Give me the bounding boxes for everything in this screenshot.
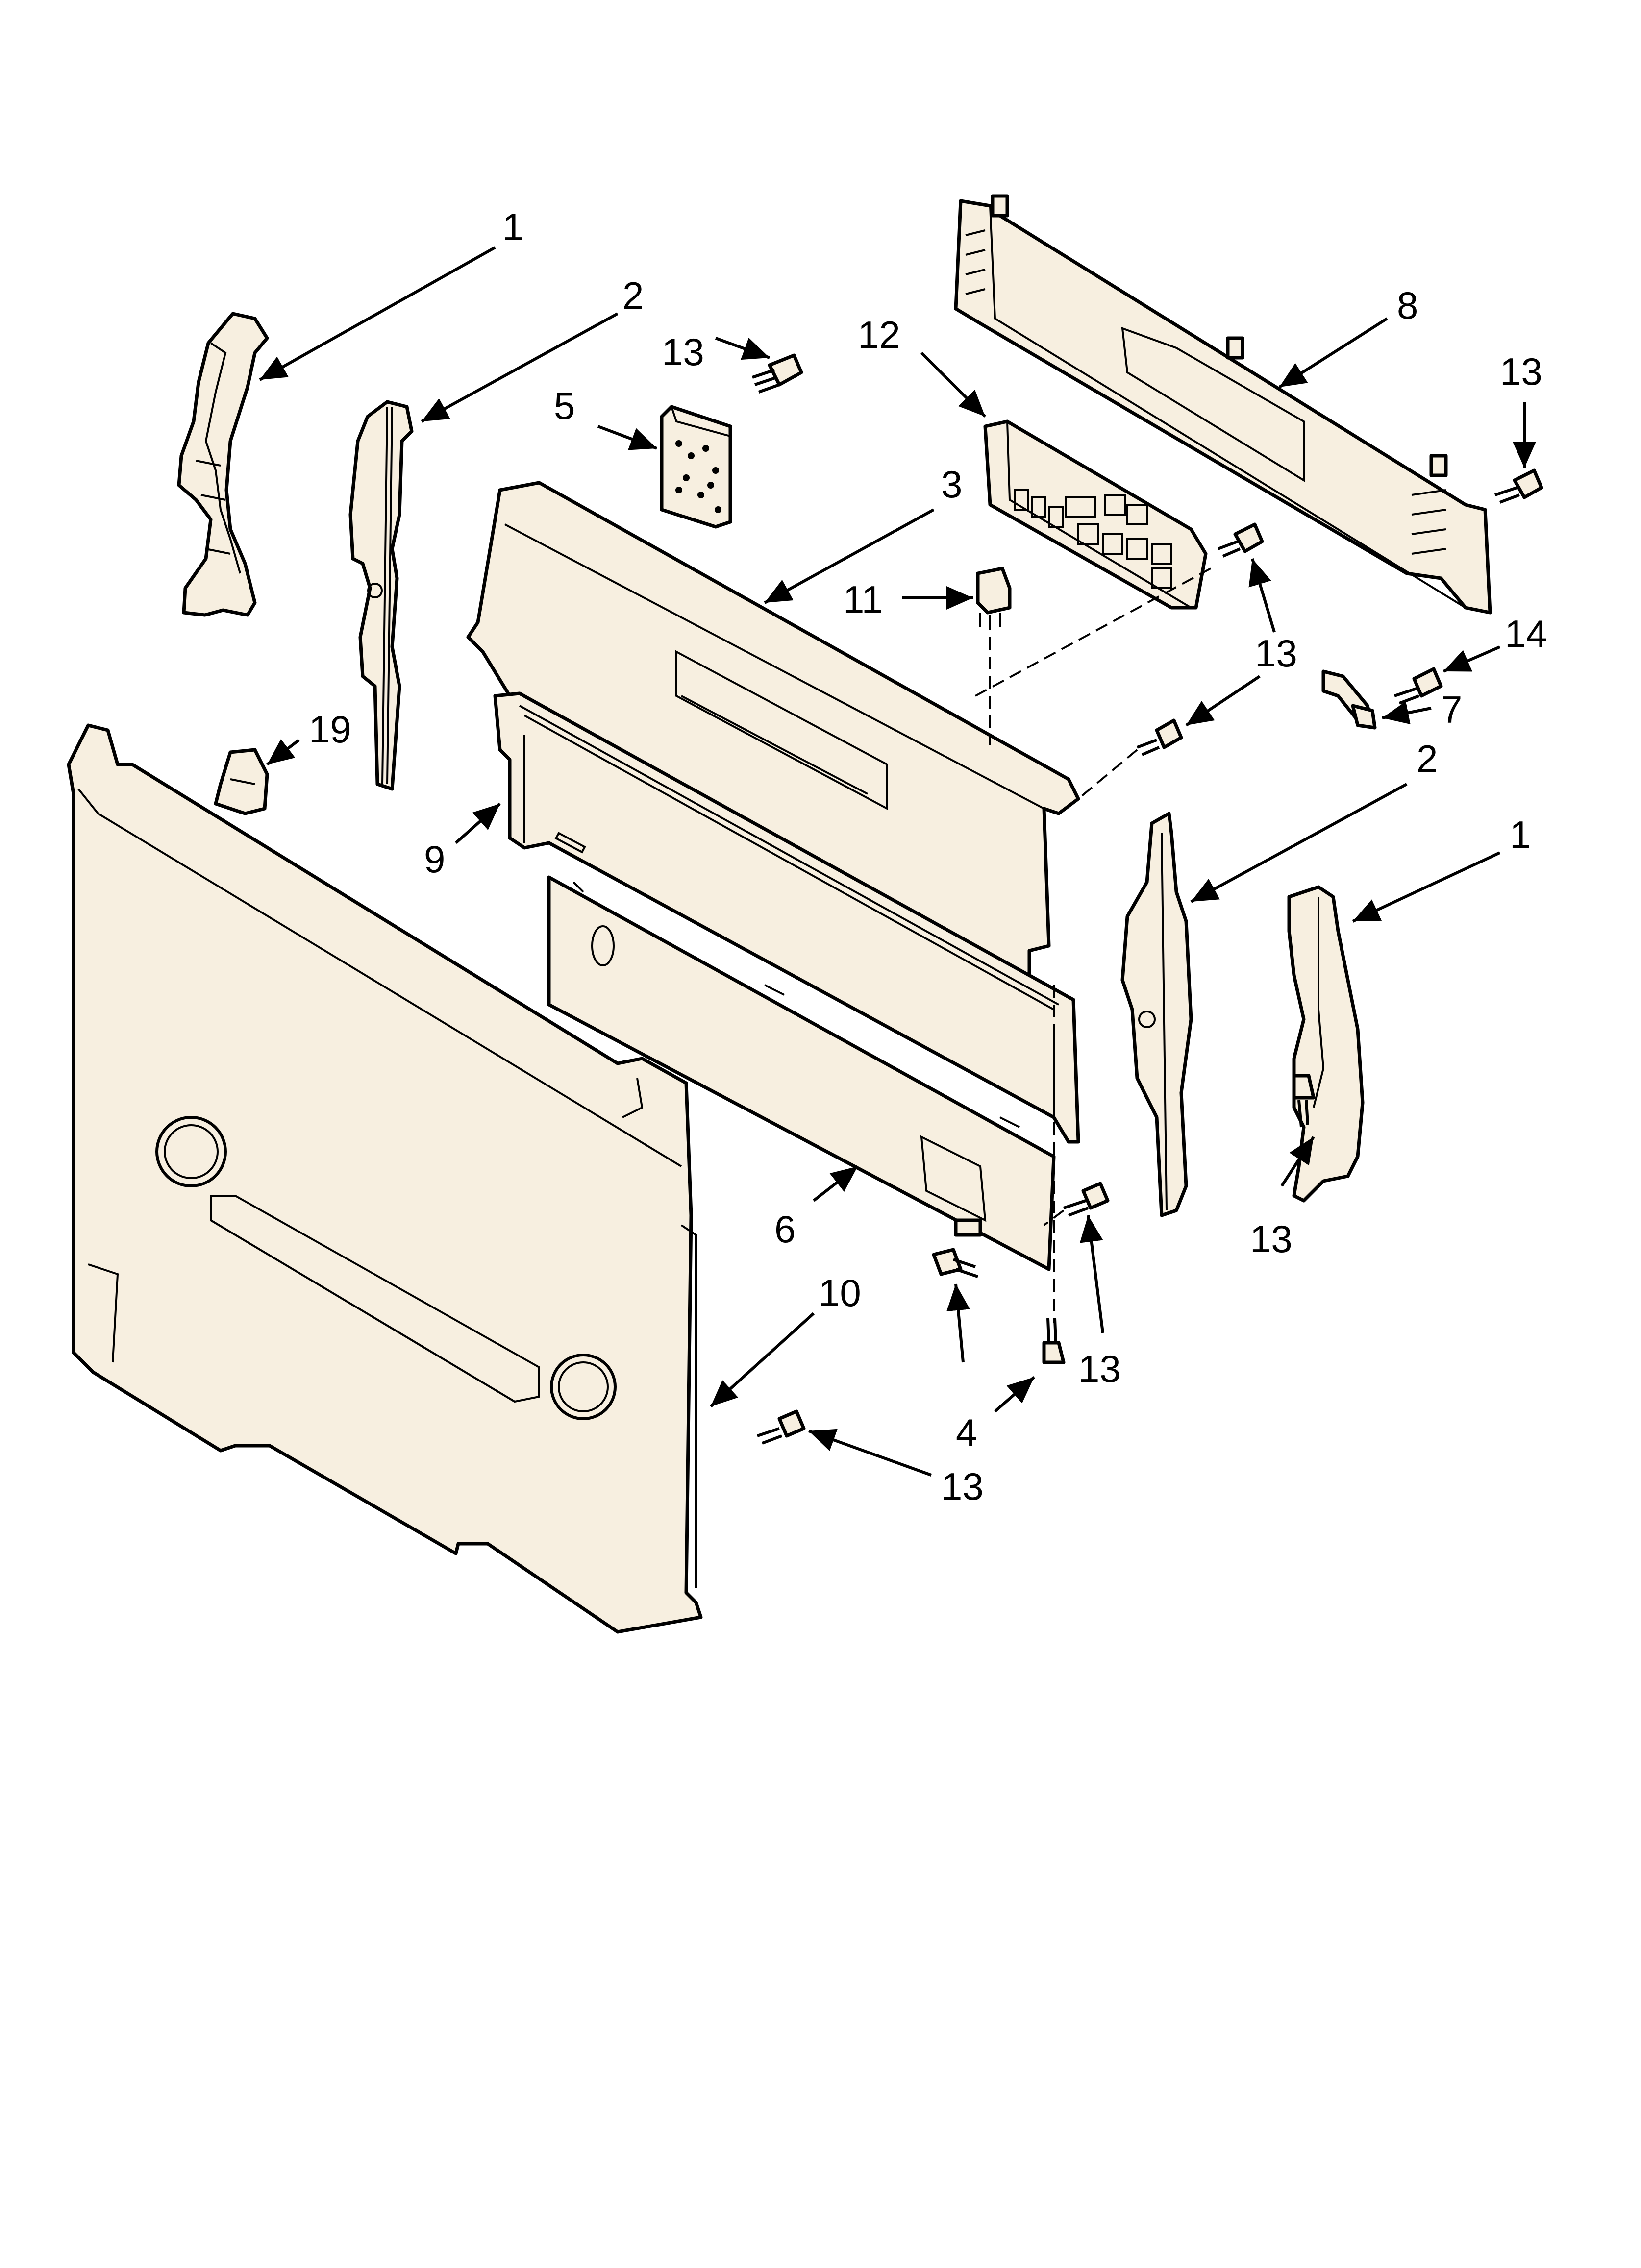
callout-10: 10 xyxy=(819,1271,861,1314)
inner-panel xyxy=(547,875,1056,1271)
callout-4: 4 xyxy=(956,1411,977,1454)
leader-1a xyxy=(259,246,496,381)
screw-13-console-mid xyxy=(1136,718,1183,756)
screw-13-panel-lower xyxy=(932,1248,978,1278)
screw-13-console-right xyxy=(1217,522,1264,558)
callout-7: 7 xyxy=(1441,688,1462,731)
callout-13-endcap: 13 xyxy=(1250,1217,1293,1260)
control-panel-overlay xyxy=(983,419,1208,610)
assembly-line-a xyxy=(975,567,1211,697)
assembly-line-c xyxy=(1077,749,1138,800)
callout-2-left: 2 xyxy=(622,274,644,317)
callout-13-panel: 13 xyxy=(1078,1347,1121,1390)
leader-2a xyxy=(421,312,619,423)
leader-2b xyxy=(1190,783,1408,903)
end-cap-left xyxy=(177,312,269,617)
small-bracket xyxy=(1321,669,1377,730)
console-rail xyxy=(493,691,1080,1144)
callout-13-front: 13 xyxy=(941,1465,984,1508)
callout-13-rear: 13 xyxy=(1500,350,1542,393)
leader-4 xyxy=(994,1376,1035,1413)
front-panel xyxy=(67,723,703,1634)
clip xyxy=(214,748,269,815)
screw-4 xyxy=(1042,1318,1066,1364)
leader-13a xyxy=(715,337,771,360)
leader-13d xyxy=(1280,1136,1315,1187)
leader-13f xyxy=(1079,1215,1104,1333)
callout-1-left: 1 xyxy=(502,205,523,248)
leader-1b xyxy=(1352,851,1501,923)
leader-5 xyxy=(597,425,658,450)
callout-11: 11 xyxy=(843,578,883,621)
leader-10 xyxy=(709,1312,815,1408)
leader-8 xyxy=(1278,317,1388,389)
screw-13-rear xyxy=(1494,468,1543,504)
leader-13e xyxy=(808,1429,932,1477)
leader-19 xyxy=(266,739,300,766)
leader-4-screw xyxy=(946,1283,970,1363)
screw-13-front-panel xyxy=(757,1409,806,1445)
callout-8: 8 xyxy=(1397,284,1418,327)
leader-12 xyxy=(920,351,987,418)
callout-13-console: 13 xyxy=(1255,632,1297,675)
end-cap-right xyxy=(1287,885,1365,1203)
callout-13-top: 13 xyxy=(662,330,704,373)
circuit-board xyxy=(660,405,732,529)
leader-9 xyxy=(455,802,501,844)
screw-14 xyxy=(1394,667,1443,705)
leader-13c-mid xyxy=(1185,675,1261,727)
callout-3: 3 xyxy=(941,463,962,506)
screw-13-top xyxy=(752,353,803,394)
callout-5: 5 xyxy=(554,384,575,427)
side-bracket-left xyxy=(348,400,414,791)
screw-13-panel-right xyxy=(1063,1182,1110,1217)
console-panel xyxy=(466,481,1080,992)
callout-1-right: 1 xyxy=(1510,813,1531,856)
leader-14 xyxy=(1442,645,1501,673)
leader-3 xyxy=(764,508,935,604)
callout-19: 19 xyxy=(309,708,351,751)
callout-9: 9 xyxy=(424,838,445,881)
callout-6: 6 xyxy=(774,1208,796,1251)
leader-6 xyxy=(813,1165,859,1202)
side-bracket-right xyxy=(1120,812,1193,1217)
screw-13-endcap-right xyxy=(1292,1074,1316,1128)
callout-14: 14 xyxy=(1505,612,1547,655)
backguard-rear-panel xyxy=(954,194,1492,615)
assembly-line-e xyxy=(1043,1209,1065,1226)
switch xyxy=(976,567,1012,630)
callout-12: 12 xyxy=(858,313,900,356)
leader-13c-top xyxy=(1248,558,1276,633)
callout-2-right: 2 xyxy=(1417,737,1438,780)
leader-7 xyxy=(1382,701,1432,724)
